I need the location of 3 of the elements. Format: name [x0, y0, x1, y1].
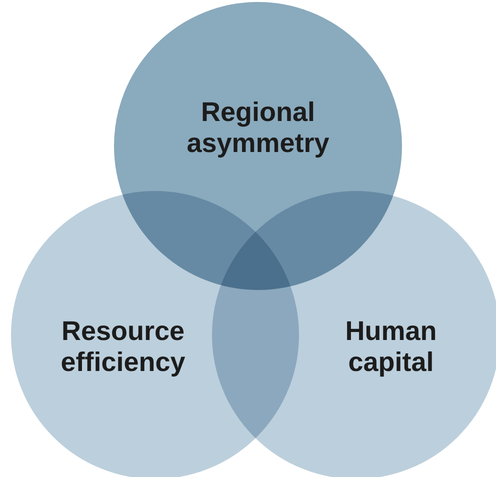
circle-label: Regional asymmetry — [186, 97, 330, 159]
circle-label: Human capital — [344, 316, 438, 378]
circle-label: Resource efficiency — [60, 316, 186, 378]
